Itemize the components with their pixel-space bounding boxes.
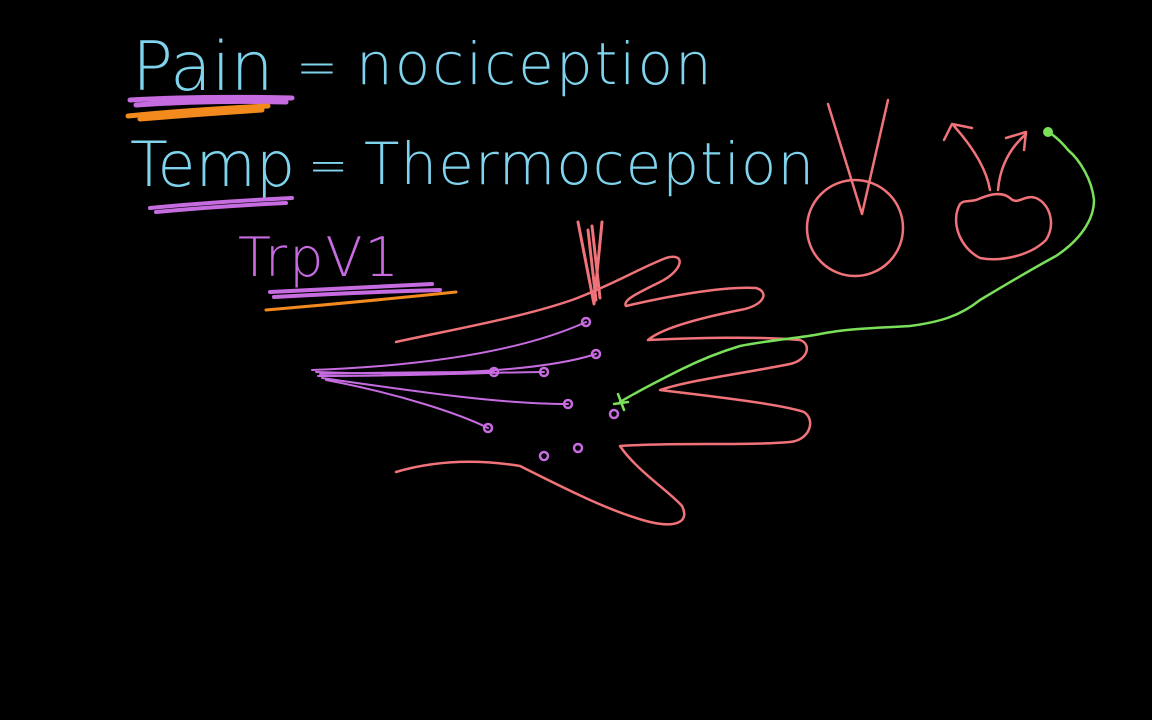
receptor-dot <box>590 348 602 360</box>
temp-word: Temp <box>130 128 295 201</box>
receptor-dot <box>538 450 550 462</box>
nociception-word: nociception <box>356 30 714 98</box>
trpv1-label-group: TrpV1 <box>238 226 458 312</box>
fiber-3 <box>319 371 495 375</box>
needle-mark <box>576 220 604 306</box>
fiber-1 <box>311 321 587 371</box>
pain-underline-orange <box>125 103 271 122</box>
temp-equals-sign: = <box>308 138 348 194</box>
stimulus-v-mark <box>826 98 890 216</box>
withdrawal-reaction-icon <box>942 122 1053 261</box>
reaction-blob <box>954 192 1053 261</box>
pain-equation: Pain = nociception <box>125 28 714 122</box>
receptor-dot <box>538 366 550 378</box>
stimulus-circle <box>805 178 905 278</box>
fiber-5 <box>321 377 569 405</box>
pain-stimulus-icon <box>805 98 905 278</box>
reaction-arrow-left <box>942 122 992 192</box>
fiber-6 <box>325 379 489 429</box>
temp-equation: Temp = Thermoception <box>130 128 815 214</box>
trpv1-underline-purple <box>268 282 442 299</box>
receptor-dot <box>580 316 592 328</box>
pain-underline-purple <box>127 94 295 108</box>
fiber-4 <box>317 371 545 377</box>
signal-pathway <box>618 130 1096 404</box>
receptor-dot <box>488 366 500 378</box>
receptor-dot <box>482 422 494 434</box>
pain-word: Pain <box>132 28 274 107</box>
receptor-dot <box>572 442 584 454</box>
nerve-fibers <box>311 321 597 429</box>
trpv1-label: TrpV1 <box>238 226 401 289</box>
signal-endpoint <box>1043 127 1053 137</box>
thermoception-word: Thermoception <box>364 130 815 198</box>
receptor-dot <box>608 408 620 420</box>
receptor-dots <box>482 316 620 462</box>
trpv1-underline-orange <box>264 290 458 312</box>
hand-outline <box>394 255 812 526</box>
reaction-arrow-right <box>996 130 1028 192</box>
signal-start-mark <box>612 392 630 412</box>
pain-equals-sign: = <box>296 38 338 96</box>
receptor-dot <box>562 398 574 410</box>
temp-underline-purple <box>148 196 294 214</box>
